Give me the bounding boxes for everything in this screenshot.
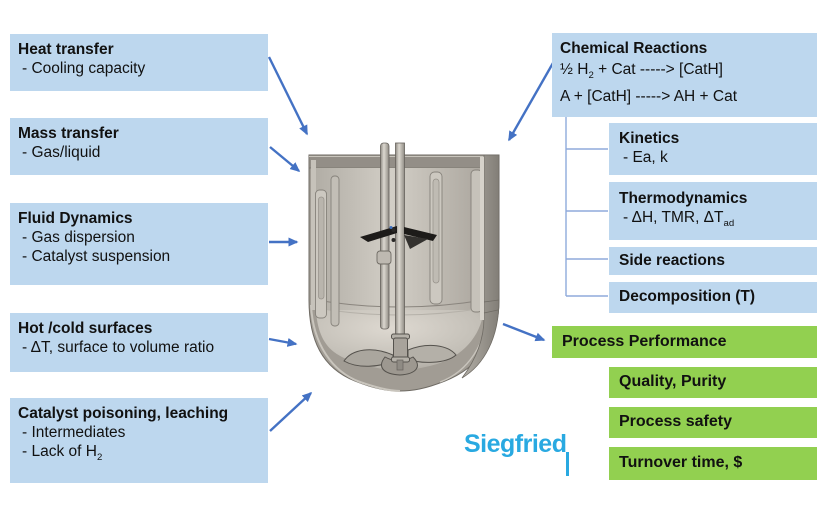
box-process-performance: Process Performance — [552, 326, 817, 358]
box-heat-transfer: Heat transfer - Cooling capacity — [10, 34, 268, 91]
box-hot-cold-surfaces: Hot /cold surfaces - ΔT, surface to volu… — [10, 313, 268, 372]
box-title: Hot /cold surfaces — [18, 320, 153, 337]
box-title: Side reactions — [619, 252, 725, 269]
box-bullet: - Ea, k — [623, 149, 668, 166]
diagram-arrows — [267, 56, 555, 432]
box-quality-purity: Quality, Purity — [609, 367, 817, 398]
arrow-performance — [502, 322, 546, 342]
box-bullet: - Cooling capacity — [22, 60, 146, 77]
box-label: Quality, Purity — [619, 373, 727, 390]
siegfried-logo-bar — [566, 452, 569, 476]
box-bullet: - Lack of H2 — [22, 443, 103, 464]
arrow-heat-transfer — [267, 56, 309, 136]
box-turnover-time: Turnover time, $ — [609, 447, 817, 480]
box-title: Kinetics — [619, 130, 680, 147]
box-title: Mass transfer — [18, 125, 119, 142]
box-bullet: - Gas dispersion — [22, 229, 135, 246]
box-bullet: - ΔH, TMR, ΔTad — [623, 209, 735, 230]
box-bullet: - Catalyst suspension — [22, 248, 171, 265]
box-title: Decomposition (T) — [619, 288, 756, 305]
box-fluid-dynamics: Fluid Dynamics - Gas dispersion - Cataly… — [10, 203, 268, 285]
reaction-tree-connector — [565, 117, 608, 297]
arrow-chemical — [507, 62, 555, 142]
box-thermodynamics: Thermodynamics - ΔH, TMR, ΔTad — [609, 182, 817, 240]
arrow-catalyst — [269, 391, 313, 432]
box-title: Catalyst poisoning, leaching — [18, 405, 229, 422]
box-bullet: - Intermediates — [22, 424, 126, 441]
box-title: Thermodynamics — [619, 190, 748, 207]
box-label: Process safety — [619, 413, 732, 430]
box-title: Chemical Reactions — [560, 40, 708, 57]
box-title: Heat transfer — [18, 41, 114, 58]
arrow-hot-cold — [268, 337, 298, 347]
box-kinetics: Kinetics - Ea, k — [609, 123, 817, 175]
siegfried-logo: Siegfried — [464, 430, 567, 458]
box-bullet: - Gas/liquid — [22, 144, 101, 161]
box-side-reactions: Side reactions — [609, 247, 817, 275]
reaction-equation-2: A + [CatH] -----> AH + Cat — [560, 88, 738, 106]
reaction-equation-1: ½ H2 + Cat -----> [CatH] — [560, 61, 723, 82]
box-bullet: - ΔT, surface to volume ratio — [22, 339, 215, 356]
box-chemical-reactions: Chemical Reactions ½ H2 + Cat -----> [Ca… — [552, 33, 817, 117]
box-catalyst-poisoning: Catalyst poisoning, leaching - Intermedi… — [10, 398, 268, 483]
arrow-mass-transfer — [269, 146, 301, 172]
box-process-safety: Process safety — [609, 407, 817, 438]
box-decomposition: Decomposition (T) — [609, 282, 817, 313]
box-label: Process Performance — [562, 333, 727, 350]
stirred-tank-reactor-illustration — [308, 142, 500, 392]
box-label: Turnover time, $ — [619, 454, 743, 471]
box-mass-transfer: Mass transfer - Gas/liquid — [10, 118, 268, 175]
box-title: Fluid Dynamics — [18, 210, 133, 227]
